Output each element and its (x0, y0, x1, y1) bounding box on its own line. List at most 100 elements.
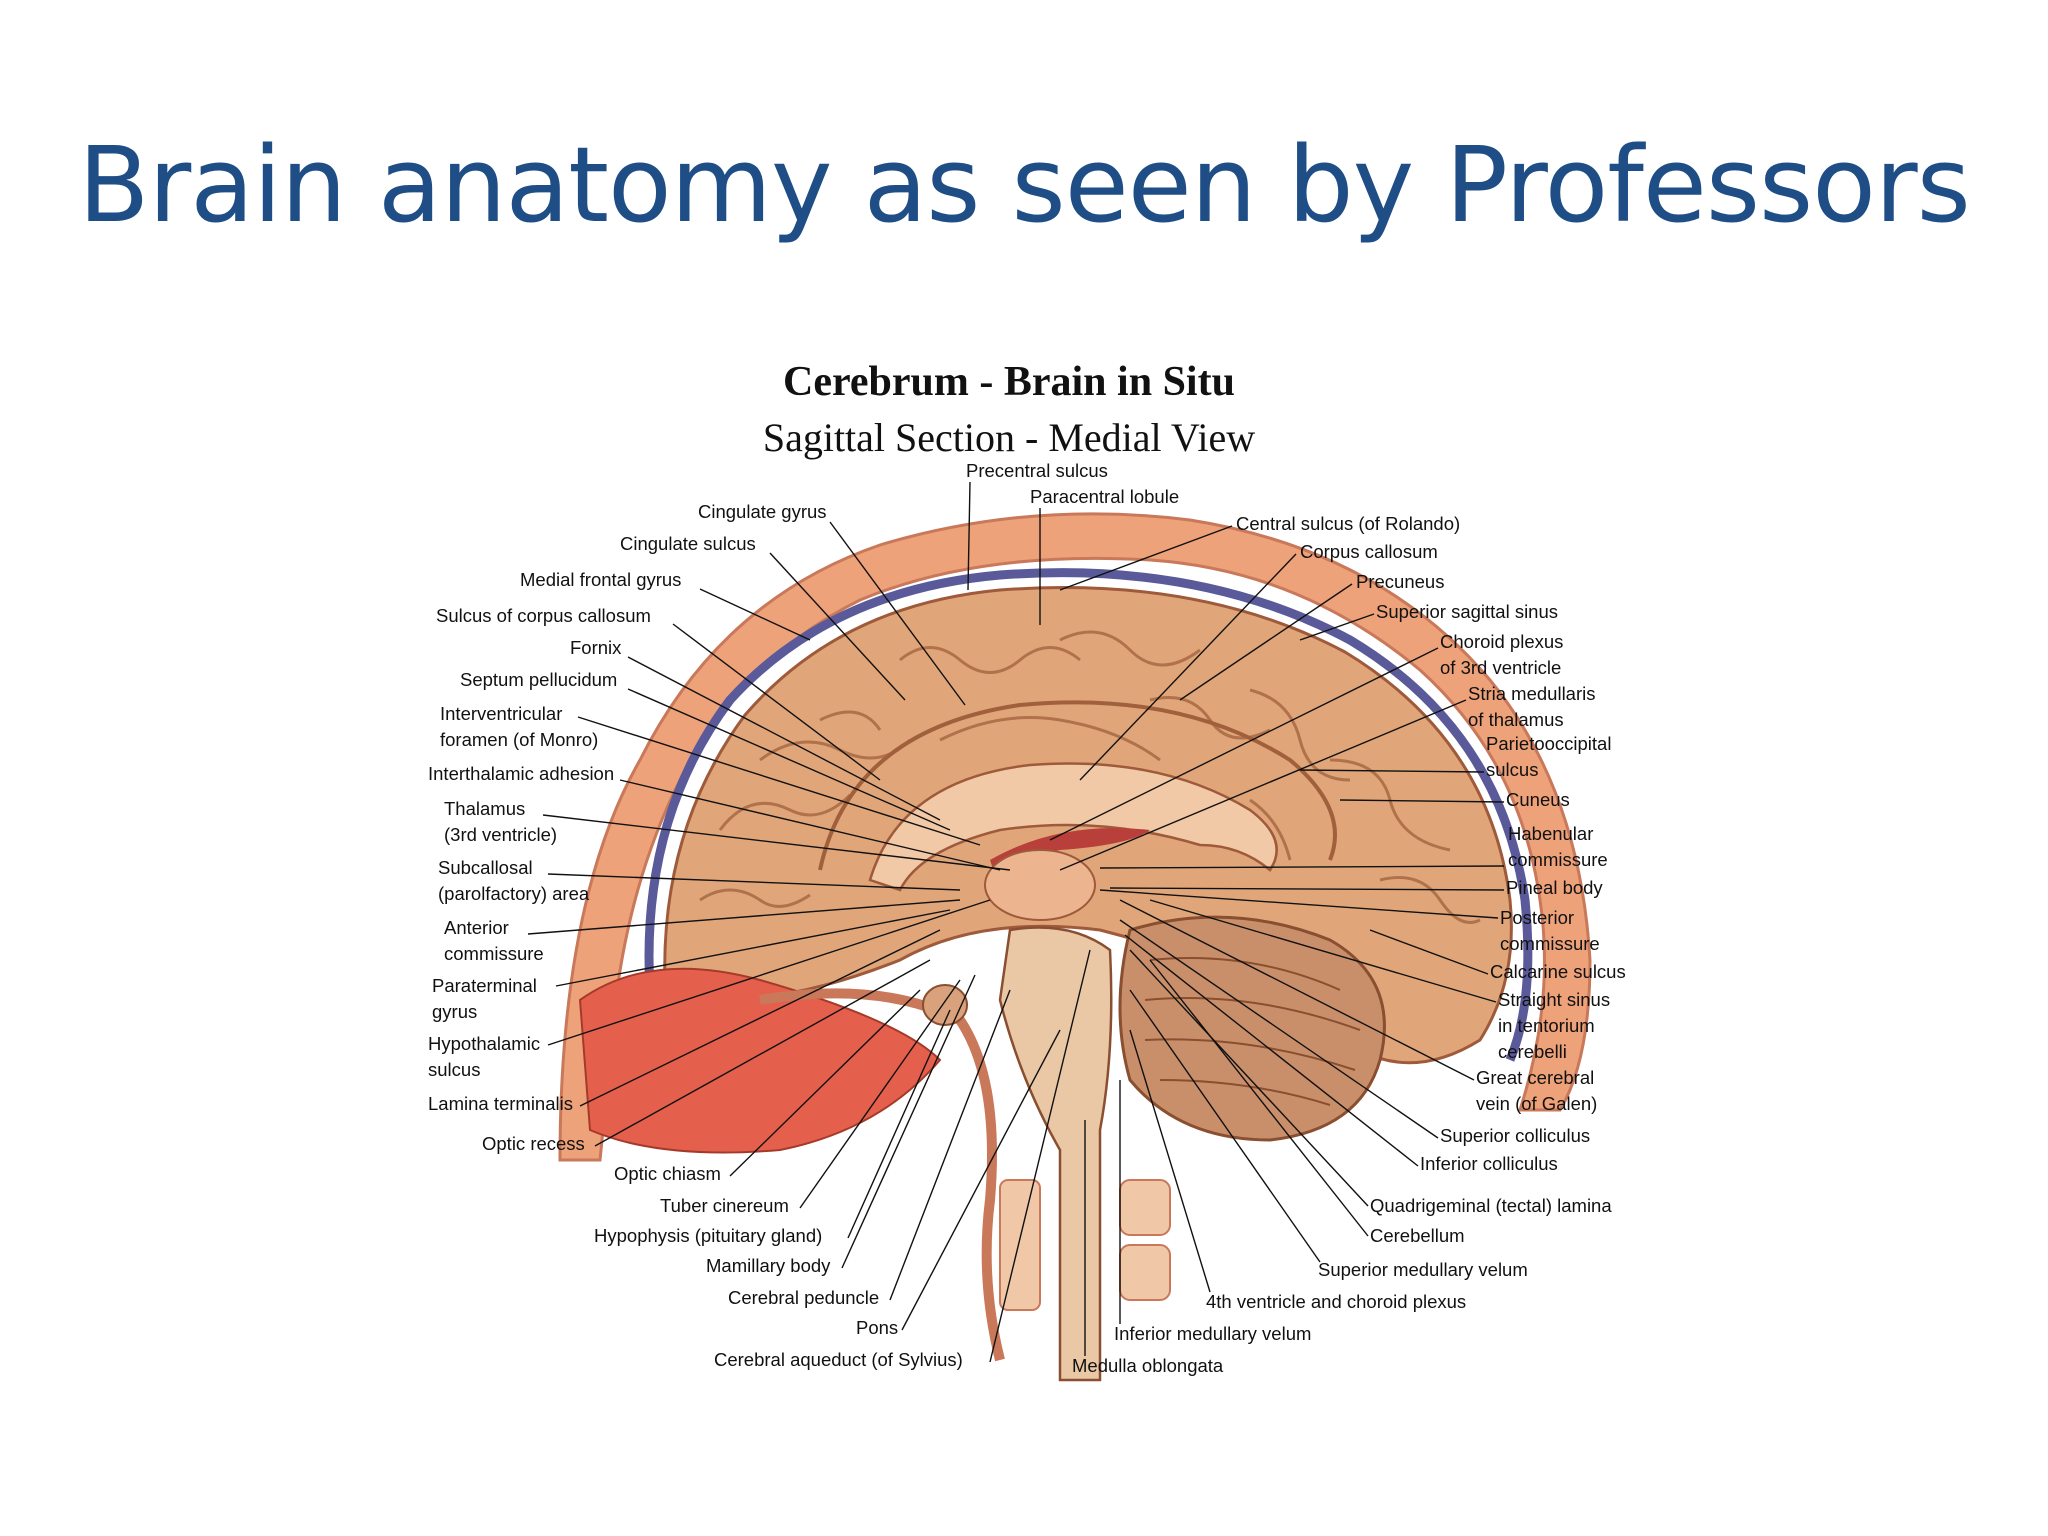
leader-line-optic-recess (594, 959, 931, 1147)
label-fornix: Fornix (570, 637, 941, 821)
leader-line-central-sulcus (1059, 525, 1233, 591)
leader-line-precentral-sulcus (967, 481, 971, 591)
label-text-parietooccipital-sulcus: Parietooccipital (1486, 733, 1611, 754)
label-text-inferior-colliculus: Inferior colliculus (1420, 1153, 1558, 1174)
label-text-superior-sagittal-sinus: Superior sagittal sinus (1376, 601, 1558, 622)
label-pons: Pons (856, 1029, 1061, 1338)
leader-line-hypothalamic-sulcus (547, 899, 991, 1046)
label-cerebral-aqueduct: Cerebral aqueduct (of Sylvius) (714, 949, 1091, 1370)
label-quadrigeminal-lamina: Quadrigeminal (tectal) lamina (1129, 949, 1612, 1216)
label-text-lamina-terminalis: Lamina terminalis (428, 1093, 573, 1114)
label-text-thalamus: Thalamus (444, 798, 525, 819)
figure-subtitle: Sagittal Section - Medial View (762, 415, 1256, 460)
leader-line-great-cerebral-vein (1119, 899, 1475, 1081)
leader-line-thalamus (542, 814, 1011, 871)
label-cerebellum: Cerebellum (1149, 959, 1465, 1246)
leader-line-paraterminal-gyrus (555, 909, 951, 987)
leader-line-hypophysis (847, 1009, 951, 1239)
label-superior-colliculus: Superior colliculus (1119, 919, 1590, 1146)
label-paracentral-lobule: Paracentral lobule (1030, 486, 1179, 625)
label-text-cuneus: Cuneus (1506, 789, 1570, 810)
label-calcarine-sulcus: Calcarine sulcus (1369, 929, 1626, 982)
label-text-straight-sinus: cerebelli (1498, 1041, 1567, 1062)
label-text-choroid-plexus-3rd: of 3rd ventricle (1440, 657, 1561, 678)
label-text-interthalamic-adhesion: Interthalamic adhesion (428, 763, 614, 784)
label-central-sulcus: Central sulcus (of Rolando) (1059, 513, 1460, 591)
label-optic-recess: Optic recess (482, 959, 931, 1154)
brain-illustration (558, 512, 1592, 1382)
label-pineal-body: Pineal body (1109, 877, 1603, 898)
label-text-optic-recess: Optic recess (482, 1133, 585, 1154)
label-text-hypothalamic-sulcus: Hypothalamic (428, 1033, 540, 1054)
label-text-quadrigeminal-lamina: Quadrigeminal (tectal) lamina (1370, 1195, 1612, 1216)
leader-line-quadrigeminal-lamina (1129, 949, 1369, 1207)
leader-line-precuneus (1179, 583, 1353, 701)
label-text-superior-colliculus: Superior colliculus (1440, 1125, 1590, 1146)
label-cerebral-peduncle: Cerebral peduncle (728, 989, 1011, 1308)
label-text-hypothalamic-sulcus: sulcus (428, 1059, 480, 1080)
label-lamina-terminalis: Lamina terminalis (428, 929, 941, 1114)
leader-line-interthalamic-adhesion (619, 779, 1001, 871)
label-text-interventricular-foramen: foramen (of Monro) (440, 729, 598, 750)
leader-line-anterior-commissure (527, 899, 961, 935)
label-text-interventricular-foramen: Interventricular (440, 703, 562, 724)
leader-line-optic-chiasm (729, 989, 921, 1177)
leader-line-tuber-cinereum (799, 979, 961, 1209)
label-text-straight-sinus: in tentorium (1498, 1015, 1595, 1036)
leader-line-cerebral-peduncle (889, 989, 1011, 1301)
leader-line-pineal-body (1109, 887, 1505, 891)
label-septum-pellucidum: Septum pellucidum (460, 669, 951, 831)
label-text-central-sulcus: Central sulcus (of Rolando) (1236, 513, 1460, 534)
label-text-paraterminal-gyrus: Paraterminal (432, 975, 537, 996)
label-text-inferior-medullary-velum: Inferior medullary velum (1114, 1323, 1311, 1344)
label-text-stria-medullaris: Stria medullaris (1468, 683, 1596, 704)
leader-line-fornix (627, 656, 941, 821)
leader-line-pons (901, 1029, 1061, 1331)
leader-line-habenular-commissure (1099, 865, 1505, 869)
label-text-optic-chiasm: Optic chiasm (614, 1163, 721, 1184)
label-cingulate-sulcus: Cingulate sulcus (620, 533, 906, 701)
label-text-superior-medullary-velum: Superior medullary velum (1318, 1259, 1528, 1280)
label-text-posterior-commissure: commissure (1500, 933, 1600, 954)
label-text-pineal-body: Pineal body (1506, 877, 1603, 898)
label-hypothalamic-sulcus: Hypothalamic sulcus (428, 899, 991, 1080)
label-medial-frontal-gyrus: Medial frontal gyrus (520, 569, 811, 641)
label-text-mamillary-body: Mamillary body (706, 1255, 831, 1276)
label-text-septum-pellucidum: Septum pellucidum (460, 669, 617, 690)
label-text-cingulate-sulcus: Cingulate sulcus (620, 533, 756, 554)
label-interthalamic-adhesion: Interthalamic adhesion (428, 763, 1001, 871)
label-text-great-cerebral-vein: vein (of Galen) (1476, 1093, 1597, 1114)
label-corpus-callosum: Corpus callosum (1079, 541, 1438, 781)
leader-line-corpus-callosum (1079, 553, 1297, 781)
label-stria-medullaris: Stria medullaris of thalamus (1059, 683, 1596, 871)
label-text-habenular-commissure: commissure (1508, 849, 1608, 870)
label-text-anterior-commissure: commissure (444, 943, 544, 964)
label-inferior-colliculus: Inferior colliculus (1124, 934, 1558, 1174)
label-text-choroid-plexus-3rd: Choroid plexus (1440, 631, 1563, 652)
label-text-cingulate-gyrus: Cingulate gyrus (698, 501, 827, 522)
label-precentral-sulcus: Precentral sulcus (966, 460, 1108, 591)
leader-line-calcarine-sulcus (1369, 929, 1489, 975)
dura-outline (644, 568, 1533, 1062)
label-text-hypophysis: Hypophysis (pituitary gland) (594, 1225, 822, 1246)
leader-line-sulcus-corpus-callosum (672, 623, 881, 781)
label-precuneus: Precuneus (1179, 571, 1444, 701)
label-text-precentral-sulcus: Precentral sulcus (966, 460, 1108, 481)
label-text-thalamus: (3rd ventricle) (444, 824, 557, 845)
label-inferior-medullary-velum: Inferior medullary velum (1114, 1080, 1311, 1344)
label-text-stria-medullaris: of thalamus (1468, 709, 1564, 730)
leader-line-parietooccipital-sulcus (1299, 769, 1485, 773)
leader-line-superior-colliculus (1119, 919, 1439, 1139)
leader-line-superior-sagittal-sinus (1299, 613, 1375, 641)
leader-line-cingulate-gyrus (829, 521, 966, 706)
leader-line-mamillary-body (841, 974, 976, 1269)
label-text-medulla-oblongata: Medulla oblongata (1072, 1355, 1224, 1376)
label-text-anterior-commissure: Anterior (444, 917, 509, 938)
label-sulcus-corpus-callosum: Sulcus of corpus callosum (436, 605, 881, 781)
label-text-tuber-cinereum: Tuber cinereum (660, 1195, 789, 1216)
label-text-paracentral-lobule: Paracentral lobule (1030, 486, 1179, 507)
